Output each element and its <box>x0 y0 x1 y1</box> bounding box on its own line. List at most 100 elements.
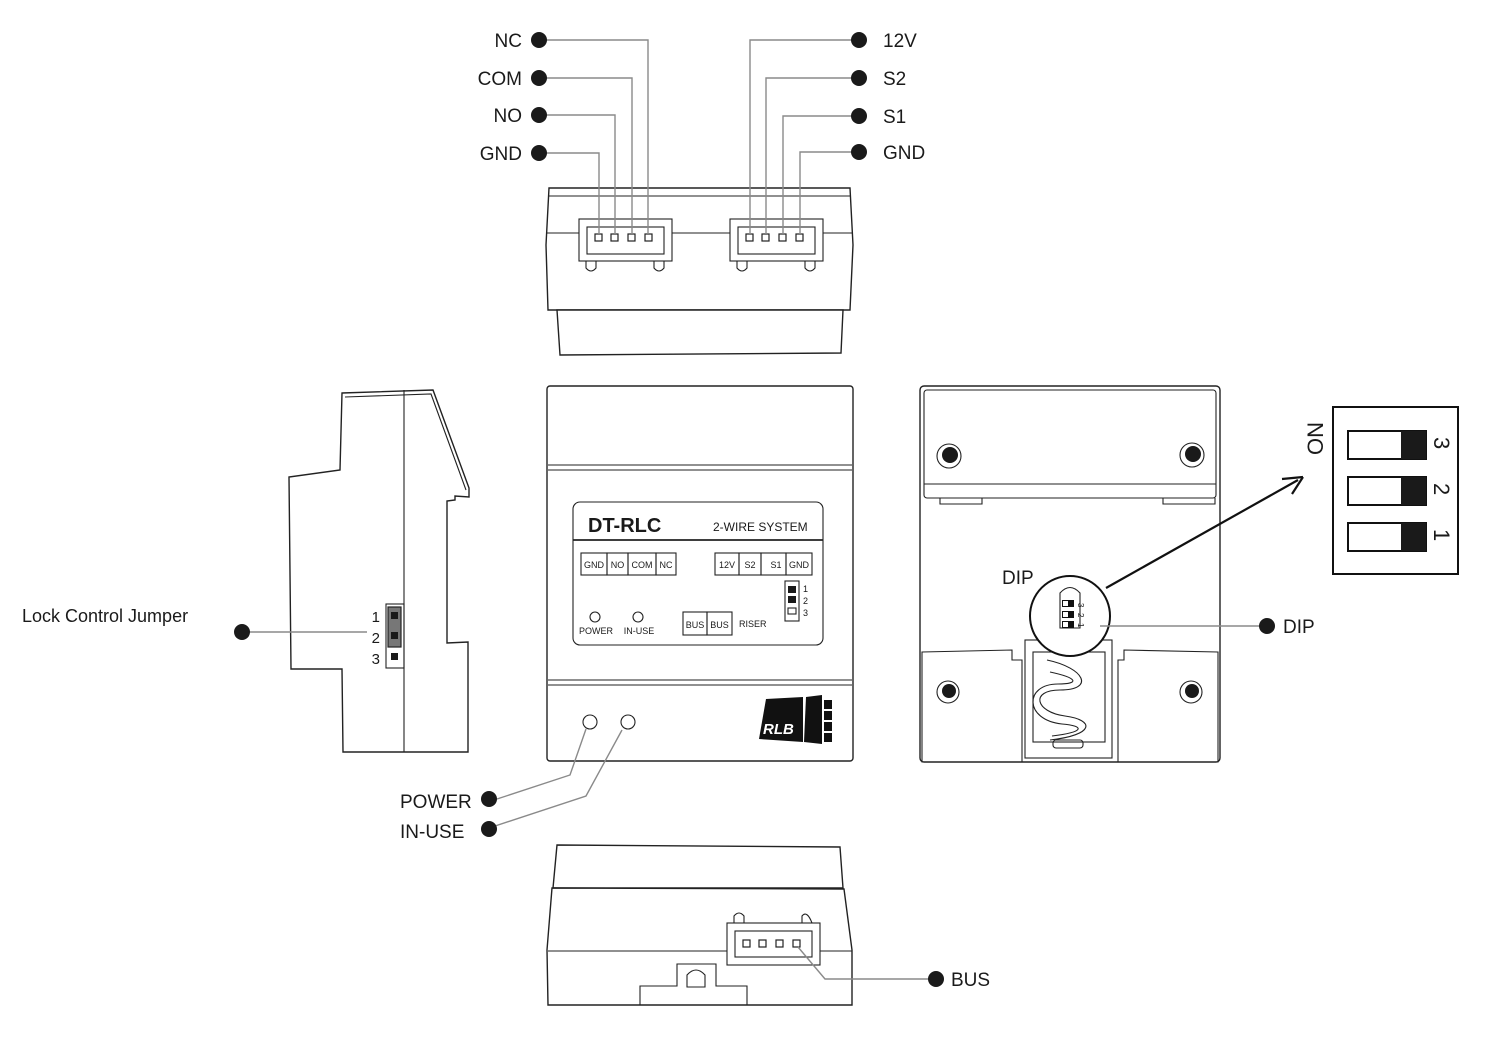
dip-switch-3[interactable] <box>1347 430 1427 460</box>
callout-dot <box>851 108 867 124</box>
pin <box>610 233 619 242</box>
callout-dot <box>234 624 250 640</box>
callout-dot <box>531 32 547 48</box>
bus-callout-label: BUS <box>951 970 990 991</box>
callout-nc: NC <box>495 31 522 52</box>
dip-switch-2[interactable] <box>1347 476 1427 506</box>
label-panel <box>572 501 824 646</box>
brand-text: RLB <box>763 721 794 738</box>
in-use-led <box>620 714 636 730</box>
callout-dot <box>531 145 547 161</box>
jumper-number: 2 <box>372 630 380 647</box>
screw-head <box>1185 446 1201 462</box>
dip-arrow-line <box>1105 479 1299 589</box>
dip-switch-1[interactable] <box>1347 522 1427 552</box>
bus-connector-latch <box>801 913 813 924</box>
terminal-label: NO <box>611 560 625 570</box>
pin <box>594 233 603 242</box>
logo-segment <box>824 711 832 720</box>
pin <box>761 233 770 242</box>
dip-switch-knob <box>1401 431 1426 459</box>
panel-jumper-number: 3 <box>803 608 808 618</box>
connector-latch <box>804 261 816 272</box>
pin <box>792 939 801 948</box>
panel-jumper: 1 2 3 <box>784 580 808 622</box>
dip-mini-number: 2 <box>1076 613 1085 618</box>
front-right-terminals: 12V S2 S1 GND <box>714 552 813 576</box>
in-use-callout-label: IN-USE <box>400 822 464 843</box>
dip-housing <box>1059 586 1081 629</box>
dip-arrow-head <box>1281 475 1304 495</box>
panel-jumper-number: 2 <box>803 596 808 606</box>
screw-head <box>1185 684 1199 698</box>
top-view-lower-body <box>556 309 844 356</box>
model-name: DT-RLC <box>588 515 661 537</box>
front-left-terminals: GND NO COM NC <box>580 552 677 576</box>
terminal-label: GND <box>789 560 810 570</box>
connector-inner <box>737 226 816 255</box>
jumper-pin <box>391 632 398 639</box>
callout-dot <box>481 821 497 837</box>
top-view: NC COM NO GND 12V S2 S1 GND <box>478 31 925 356</box>
callout-dot <box>851 70 867 86</box>
jumper-pin <box>391 612 398 619</box>
bottom-view-body <box>546 887 853 1006</box>
connector-latch <box>653 261 665 272</box>
panel-jumper-number: 1 <box>803 584 808 594</box>
callout-gnd-right: GND <box>883 143 925 164</box>
side-jumper-block <box>385 603 405 669</box>
wire-gnd-left <box>539 152 600 234</box>
terminal-box <box>785 552 813 576</box>
connector-housing <box>729 218 824 262</box>
connector-housing <box>578 218 673 262</box>
callout-gnd-left: GND <box>480 144 522 165</box>
bottom-foot <box>639 963 748 1005</box>
power-callout-label: POWER <box>400 792 472 813</box>
terminal-label: S2 <box>744 560 755 570</box>
bottom-view-upper-body <box>552 844 844 889</box>
pin <box>795 233 804 242</box>
riser-label: RISER <box>739 619 767 629</box>
screw <box>936 680 960 704</box>
jumper-number: 1 <box>372 609 380 626</box>
din-clip-spring <box>1032 671 1079 737</box>
power-led-label: POWER <box>579 626 614 636</box>
system-subtitle: 2-WIRE SYSTEM <box>713 520 808 534</box>
callout-dot <box>851 144 867 160</box>
panel-jumper-block <box>784 580 800 622</box>
dip-switch-number: 2 <box>1429 483 1454 495</box>
screw <box>936 443 962 469</box>
terminal-label: GND <box>584 560 605 570</box>
screw <box>1179 442 1205 468</box>
jumper-pin <box>391 653 398 660</box>
callout-com: COM <box>478 69 522 90</box>
panel-jumper-pin <box>788 596 796 603</box>
connector-inner <box>586 226 665 255</box>
wire-12v <box>749 39 859 234</box>
logo-segment <box>824 700 832 709</box>
dip-on-label: ON <box>1303 422 1328 455</box>
dip-mini-number: 3 <box>1076 603 1085 608</box>
callout-no: NO <box>494 106 523 127</box>
pin <box>742 939 751 948</box>
callout-12v: 12V <box>883 31 917 52</box>
terminal-label: 12V <box>719 560 735 570</box>
bottom-view: BUS <box>546 844 990 1006</box>
back-view-body <box>919 385 1221 763</box>
bus-terminal-box <box>706 611 733 636</box>
connector-latch <box>585 261 597 272</box>
logo-segment <box>824 722 832 731</box>
back-lower-right-plate <box>1117 649 1219 763</box>
dip-switch-number: 3 <box>1429 437 1454 449</box>
dip-label: DIP <box>1002 568 1034 589</box>
screw-head <box>942 447 958 463</box>
terminal-label: S1 <box>770 560 781 570</box>
pin <box>775 939 784 948</box>
top-view-body <box>545 187 854 311</box>
logo-segment <box>824 733 832 742</box>
pin <box>745 233 754 242</box>
callout-s1: S1 <box>883 107 906 128</box>
bus-terminal-label: BUS <box>710 620 729 630</box>
dip-switch-knob <box>1401 477 1426 505</box>
left-connector <box>578 218 673 272</box>
